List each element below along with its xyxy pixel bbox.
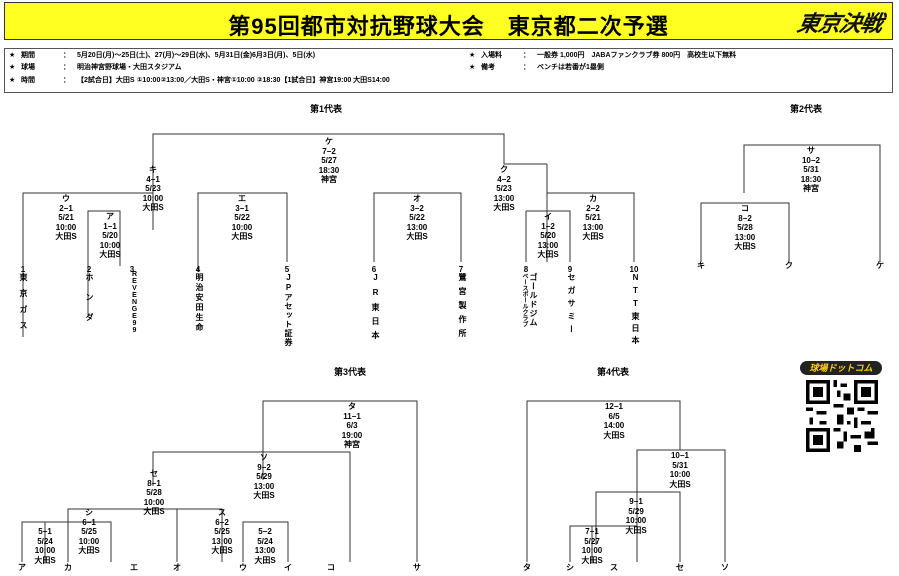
venue-label: 球場 — [21, 64, 35, 71]
title-banner: 第95回都市対抗野球大会 東京都二次予選 東京決戦 — [4, 2, 893, 40]
team-name: ア — [18, 563, 26, 572]
team-number: 6 — [371, 265, 377, 274]
team-name: 明治安田生命 — [195, 273, 204, 333]
time-value: 【2試合日】大田S ①10:00②13:00／大田S・神宮①10:00 ②18:… — [77, 77, 390, 84]
team-name: NTT東日本 — [631, 273, 640, 348]
site-badge[interactable]: 球場ドットコム — [800, 361, 882, 375]
colon: ： — [523, 64, 530, 71]
team-name: JPアセット証券 — [284, 273, 293, 347]
star-icon: ★ — [469, 52, 476, 59]
team-name: JR東日本 — [371, 273, 380, 345]
time-row: ★ 時間 ： 【2試合日】大田S ①10:00②13:00／大田S・神宮①10:00 … — [9, 75, 390, 86]
team-number: 3 — [129, 265, 135, 274]
team-name: キ — [697, 261, 705, 270]
team-name: 鷺宮製作所 — [458, 273, 467, 343]
team-name: 東京ガス — [19, 273, 28, 337]
page-title: 第95回都市対抗野球大会 東京都二次予選 — [228, 14, 669, 39]
colon: ： — [63, 64, 70, 71]
team-name: サ — [413, 563, 421, 572]
venue-row: ★ 球場 ： 明治神宮野球場・大田スタジアム — [9, 62, 182, 73]
section-third: 第3代表 — [334, 367, 367, 377]
team-name: ホンダ — [85, 273, 94, 333]
team-name: ウ — [239, 563, 247, 572]
star-icon: ★ — [469, 64, 476, 71]
team-number: 7 — [458, 265, 464, 274]
team-name: エ — [130, 563, 138, 572]
notes-value: ベンチは若番が1塁側 — [537, 64, 604, 71]
team-name: REVENGE99 — [131, 271, 138, 334]
team-number: 2 — [86, 265, 92, 274]
team-number: 9 — [567, 265, 573, 274]
colon: ： — [63, 77, 70, 84]
section-fourth: 第4代表 — [597, 367, 630, 377]
notes-row: ★ 備考 ： ベンチは若番が1塁側 — [469, 62, 604, 73]
team-name: セ — [676, 563, 684, 572]
team-number: 5 — [284, 265, 290, 274]
team-number: 4 — [195, 265, 201, 274]
section-second: 第2代表 — [790, 104, 823, 114]
team-number: 1 — [20, 265, 26, 274]
team-name: イ — [284, 563, 292, 572]
colon: ： — [63, 52, 70, 59]
team-name: ゴールドジム — [529, 273, 538, 327]
team-name: カ — [64, 563, 72, 572]
period-row: ★ 期間 ： 5月20日(月)～25日(土)、27(月)～29日(水)、5月31日(金… — [9, 50, 315, 61]
admission-label: 入場料 — [481, 52, 502, 59]
admission-row: ★ 入場料 ： 一般券 1,000円 JABAファンクラブ券 800円 高校生以下無料 — [469, 50, 736, 61]
team-name: コ — [327, 563, 335, 572]
team-name: ケ — [876, 261, 884, 270]
team-name-sub: ベースボールクラブ — [521, 273, 527, 327]
admission-value: 一般券 1,000円 JABAファンクラブ券 800円 高校生以下無料 — [537, 52, 737, 59]
star-icon: ★ — [9, 77, 16, 84]
star-icon: ★ — [9, 64, 16, 71]
team-name: セガサミー — [567, 273, 576, 338]
team-name: タ — [523, 563, 531, 572]
venue-value: 明治神宮野球場・大田スタジアム — [77, 64, 182, 71]
team-name: ク — [785, 261, 793, 270]
info-panel: ★ 期間 ： 5月20日(月)～25日(土)、27(月)～29日(水)、5月31日(金… — [4, 48, 893, 93]
star-icon: ★ — [9, 52, 16, 59]
team-name: ス — [610, 563, 618, 572]
team-number: 10 — [629, 265, 639, 274]
period-label: 期間 — [21, 52, 35, 59]
notes-label: 備考 — [481, 64, 495, 71]
team-name: ソ — [721, 563, 729, 572]
time-label: 時間 — [21, 77, 35, 84]
team-number: 8 — [523, 265, 529, 274]
colon: ： — [523, 52, 530, 59]
period-value: 5月20日(月)～25日(土)、27(月)～29日(水)、5月31日(金)6月3… — [77, 52, 316, 59]
team-name: シ — [566, 563, 574, 572]
section-first: 第1代表 — [310, 104, 343, 114]
qr-code[interactable] — [806, 380, 878, 452]
team-name: オ — [173, 563, 181, 572]
